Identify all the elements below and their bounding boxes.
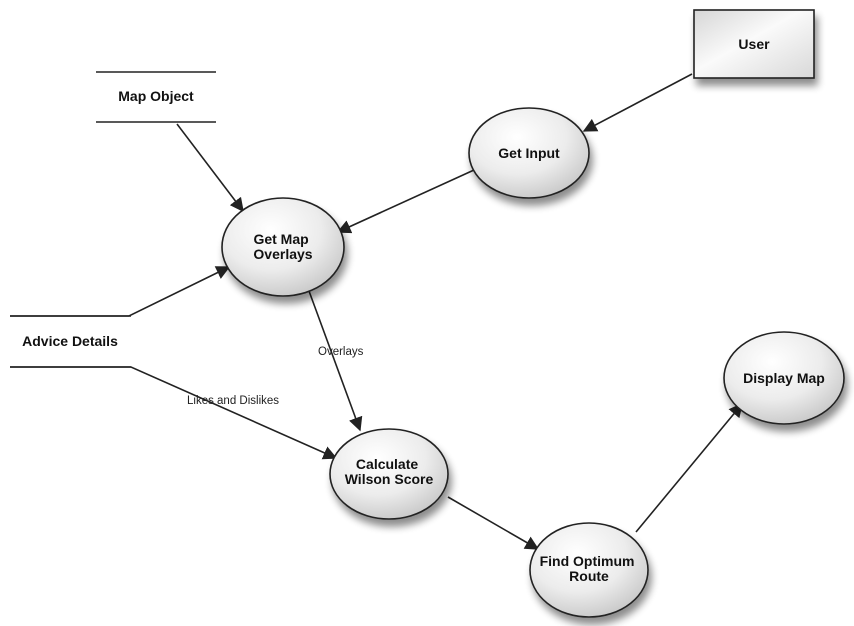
- data-store-label: Map Object: [118, 88, 194, 104]
- edge-advice-details-to-get-map-overlays: [10, 266, 231, 317]
- edge-calculate-wilson-score-to-find-optimum-route: [447, 496, 540, 550]
- edge-get-input-to-get-map-overlays: [336, 169, 475, 234]
- edge-get-map-overlays-to-calculate-wilson-score: [308, 290, 363, 432]
- process-label-line-1: Find Optimum: [540, 553, 635, 569]
- process-find-optimum-route: Find Optimum Route: [529, 522, 649, 618]
- process-label: Display Map: [743, 370, 825, 386]
- process-label: Get Map Overlays: [253, 231, 312, 262]
- process-label-line-2: Wilson Score: [345, 471, 434, 487]
- edge-find-optimum-route-to-display-map: [635, 402, 743, 533]
- process-label-line-2: Overlays: [253, 246, 312, 262]
- process-calculate-wilson-score: Calculate Wilson Score: [329, 428, 449, 520]
- process-display-map: Display Map: [723, 331, 845, 425]
- edge-label-likes-and-dislikes: Likes and Dislikes: [187, 395, 279, 407]
- edge-map-object-to-get-map-overlays: [176, 123, 244, 213]
- edge-label-overlays: Overlays: [318, 346, 364, 358]
- edge-advice-details-to-calculate-wilson-score: [10, 366, 338, 460]
- process-label-line-2: Route: [569, 568, 609, 584]
- data-store-label: Advice Details: [22, 333, 118, 349]
- process-label: Calculate Wilson Score: [345, 456, 434, 487]
- process-get-map-overlays: Get Map Overlays: [221, 197, 345, 297]
- edge-user-to-get-input: [582, 73, 693, 132]
- process-get-input: Get Input: [468, 107, 590, 199]
- data-store-map-object: Map Object: [96, 71, 216, 123]
- process-label: Find Optimum Route: [540, 553, 639, 584]
- process-label: Get Input: [498, 145, 560, 161]
- process-label-line-1: Get Map: [253, 231, 308, 247]
- external-entity-user: [693, 9, 815, 79]
- data-store-advice-details: Advice Details: [10, 315, 131, 368]
- external-entity-label: User: [738, 36, 770, 52]
- process-label-line-1: Calculate: [356, 456, 418, 472]
